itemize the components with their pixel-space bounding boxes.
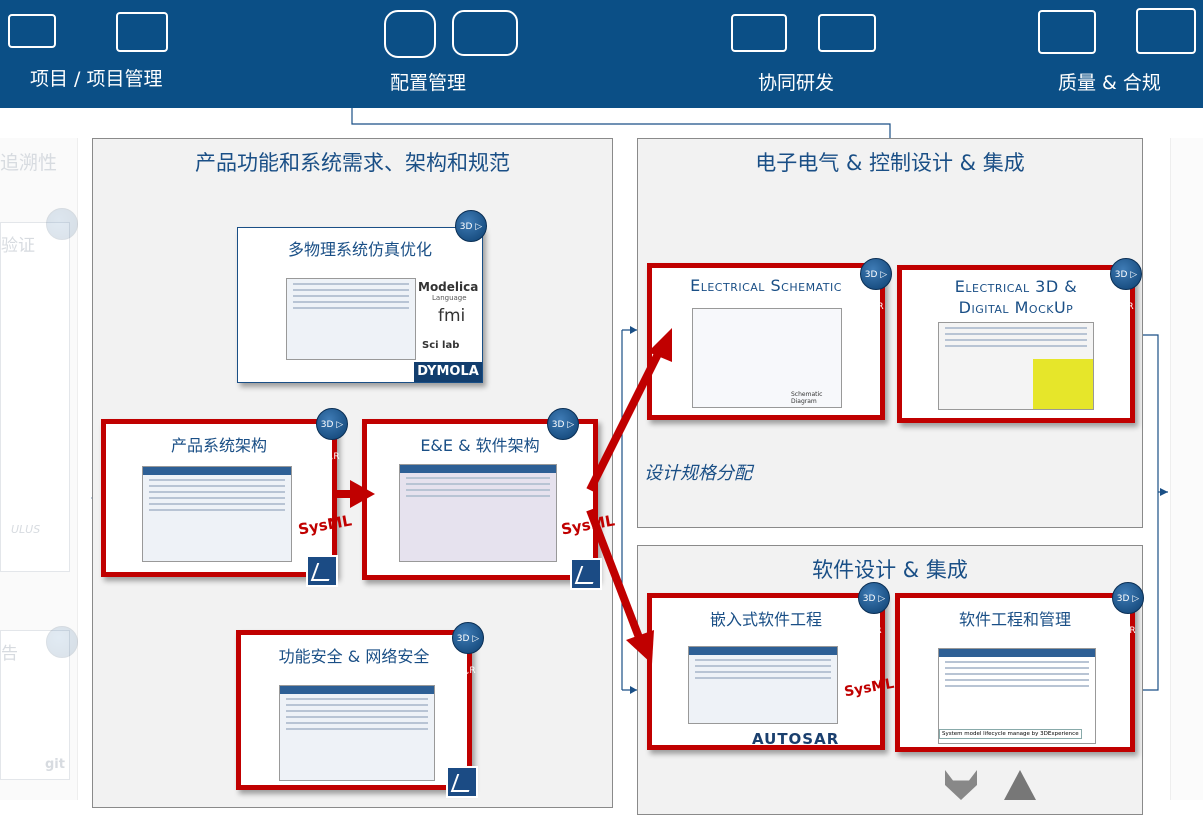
- screenshot-caption: System model lifecycle manage by 3DExper…: [939, 729, 1082, 739]
- safety-security-card[interactable]: 功能安全 & 网络安全: [236, 630, 472, 790]
- scilab-logo: Sci lab: [422, 340, 460, 351]
- 3dexperience-badge-icon: 3D ▷ V,R: [452, 622, 484, 676]
- software-engineering-card[interactable]: 软件工程和管理 System model lifecycle manage by…: [895, 593, 1135, 752]
- ee-software-architecture-card[interactable]: E&E & 软件架构 SysML: [362, 419, 616, 580]
- autosar-logo: AUTOSAR: [752, 730, 840, 748]
- faded-badge-icon: [46, 208, 78, 240]
- faded-traceability-panel: 追溯性 验证 ULUS 告 git: [0, 138, 78, 800]
- 3dexperience-screenshot: System model lifecycle manage by 3DExper…: [938, 648, 1096, 744]
- architecture-screenshot: [142, 466, 292, 562]
- header-label-project: 项目 / 项目管理: [30, 68, 163, 90]
- schematic-caption: Schematic Diagram: [791, 391, 823, 405]
- 3dexperience-badge-icon: 3D ▷ V,R: [860, 258, 892, 312]
- fmi-logo: fmi: [438, 306, 466, 326]
- 3dexperience-badge-icon: 3D ▷ V,R: [858, 582, 890, 636]
- faded-panel-title: 追溯性: [0, 152, 58, 174]
- 3d-part: [1033, 359, 1093, 409]
- multiphysics-card[interactable]: 多物理系统仿真优化 Modelica Language fmi Sci lab …: [237, 227, 483, 383]
- catia-magic-icon: [570, 558, 602, 590]
- electrical-mockup-card[interactable]: Electrical 3D & Digital MockUp: [897, 265, 1135, 423]
- schematic-screenshot: Schematic Diagram: [692, 308, 842, 408]
- faded-right-panel: [1170, 138, 1203, 800]
- panel-title: 产品功能和系统需求、架构和规范: [195, 151, 510, 175]
- faded-logo-text: ULUS: [11, 523, 41, 536]
- car-variants-icon: [384, 10, 436, 58]
- header-label-collab: 协同研发: [758, 72, 835, 94]
- calendar-icon: [116, 12, 168, 52]
- faded-card-title: 告: [1, 644, 18, 664]
- header-label-quality: 质量 & 合规: [1058, 72, 1161, 94]
- certificate-icon: [1136, 8, 1196, 54]
- monitor-car-icon: [731, 14, 787, 52]
- embedded-software-card[interactable]: 嵌入式软件工程 SysML AUTOSAR: [647, 593, 895, 750]
- process-gear-icon: [1038, 10, 1096, 54]
- card-title: 软件工程和管理: [958, 610, 1071, 629]
- design-spec-allocation-label: 设计规格分配: [644, 463, 752, 484]
- mockup-screenshot: [938, 322, 1094, 410]
- electrical-schematic-card[interactable]: Electrical Schematic Schematic Diagram: [647, 263, 885, 420]
- header-label-config: 配置管理: [390, 72, 467, 94]
- 3dexperience-badge-icon: 3D ▷ V,R: [455, 210, 487, 264]
- faded-card-title: 验证: [1, 236, 35, 256]
- top-banner: 项目 / 项目管理 配置管理 协同研发 质量 & 合规: [0, 0, 1203, 108]
- catia-magic-icon: [446, 766, 478, 798]
- presentation-board-icon: [8, 14, 56, 48]
- faded-badge-icon: [46, 626, 78, 658]
- card-title: 多物理系统仿真优化: [287, 240, 432, 259]
- 3dexperience-badge-icon: 3D ▷ V,R: [547, 408, 579, 462]
- card-title: E&E & 软件架构: [420, 436, 540, 455]
- car-checklist-icon: [452, 10, 518, 56]
- embedded-screenshot: [688, 646, 838, 724]
- card-title-line1: Electrical 3D &: [954, 277, 1078, 296]
- 3dexperience-badge-icon: 3D ▷ V,R: [316, 408, 348, 462]
- faded-verification-card: 验证 ULUS: [0, 222, 70, 572]
- system-architecture-card[interactable]: 产品系统架构 SysML: [101, 419, 353, 577]
- card-title-line2: Digital MockUp: [958, 298, 1074, 317]
- safety-screenshot: [279, 685, 435, 781]
- card-title: 产品系统架构: [170, 436, 267, 455]
- modelica-logo-sub: Language: [432, 294, 467, 302]
- panel-title: 软件设计 & 集成: [812, 558, 968, 582]
- git-logo: git: [45, 757, 65, 772]
- dymola-logo: DYMOLA: [414, 362, 482, 382]
- monitor-warning-icon: [818, 14, 876, 52]
- card-title: Electrical Schematic: [690, 276, 842, 295]
- panel-title: 电子电气 & 控制设计 & 集成: [755, 151, 1025, 175]
- 3dexperience-badge-icon: 3D ▷ V,R: [1112, 582, 1144, 636]
- modelica-logo: Modelica: [418, 280, 479, 294]
- ee-architecture-screenshot: [399, 464, 557, 562]
- card-title: 嵌入式软件工程: [709, 610, 822, 629]
- catia-magic-icon: [306, 555, 338, 587]
- 3dexperience-badge-icon: 3D ▷ V,R: [1110, 258, 1142, 312]
- dymola-screenshot: [286, 278, 416, 360]
- card-title: 功能安全 & 网络安全: [278, 647, 430, 666]
- card-title: Electrical 3D & Digital MockUp: [902, 276, 1130, 318]
